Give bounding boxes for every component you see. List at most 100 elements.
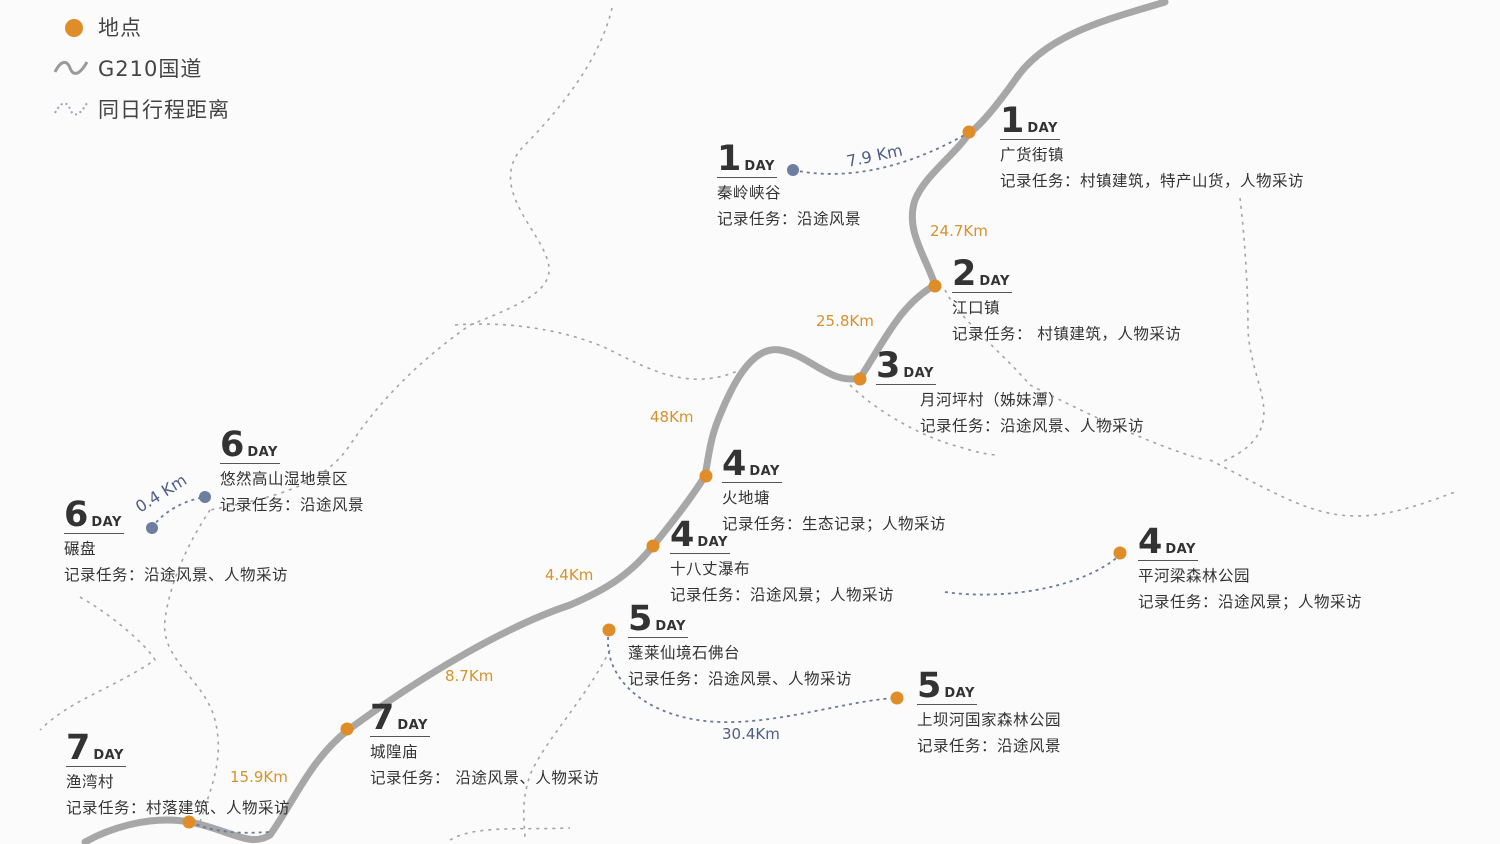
day-number: 2 bbox=[952, 254, 977, 294]
location-dot[interactable] bbox=[1113, 546, 1127, 560]
stop-task: 记录任务：沿途风景、人物采访 bbox=[920, 417, 1145, 435]
day-number: 1 bbox=[717, 139, 742, 179]
legend-label: 地点 bbox=[98, 15, 142, 40]
location-dot[interactable] bbox=[340, 722, 354, 736]
location-dot[interactable] bbox=[699, 469, 713, 483]
stop-name: 悠然高山湿地景区 bbox=[220, 470, 349, 488]
day-number: 5 bbox=[628, 599, 653, 639]
distance-label: 15.9Km bbox=[230, 768, 288, 786]
location-dot[interactable] bbox=[182, 815, 196, 829]
g210-road bbox=[81, 0, 1169, 844]
stop-name: 上坝河国家森林公园 bbox=[917, 711, 1062, 729]
location-dots bbox=[146, 125, 1127, 829]
distance-label: 4.4Km bbox=[545, 566, 593, 584]
stop-task: 记录任务：沿途风景、人物采访 bbox=[64, 566, 289, 584]
day-unit: DAY bbox=[397, 718, 428, 733]
stop-name: 城隍庙 bbox=[370, 743, 419, 761]
distance-label: 25.8Km bbox=[816, 312, 874, 330]
orange-dot-icon bbox=[52, 12, 90, 42]
distance-label: 48Km bbox=[650, 408, 694, 426]
location-dot[interactable] bbox=[962, 125, 976, 139]
connector-shangba bbox=[607, 629, 897, 723]
legend-item-road: G210国道 bbox=[52, 47, 230, 88]
day-unit: DAY bbox=[944, 686, 975, 701]
stop-task: 记录任务：生态记录；人物采访 bbox=[722, 515, 947, 533]
stop-name: 江口镇 bbox=[952, 299, 1001, 317]
day-number: 3 bbox=[876, 346, 901, 386]
stop-name: 火地塘 bbox=[722, 489, 771, 507]
stop-name: 碾盘 bbox=[64, 540, 97, 558]
stop-task: 记录任务：沿途风景；人物采访 bbox=[670, 586, 895, 604]
stop-task: 记录任务：村镇建筑，特产山货，人物采访 bbox=[1000, 172, 1305, 190]
stop-name: 蓬莱仙境石佛台 bbox=[628, 644, 741, 662]
stop-name: 月河坪村（姊妹潭） bbox=[920, 391, 1065, 409]
legend-item-location: 地点 bbox=[52, 6, 230, 47]
legend-label: 同日行程距离 bbox=[98, 97, 230, 122]
location-dot[interactable] bbox=[602, 623, 616, 637]
connector-qinling bbox=[792, 132, 969, 175]
distance-label: 8.7Km bbox=[445, 667, 493, 685]
stop-task: 记录任务： 沿途风景、人物采访 bbox=[370, 769, 600, 787]
day-unit: DAY bbox=[93, 748, 124, 763]
location-dot[interactable] bbox=[646, 539, 660, 553]
stop-name: 秦岭峡谷 bbox=[717, 184, 782, 202]
day-unit: DAY bbox=[744, 159, 775, 174]
day-unit: DAY bbox=[1027, 121, 1058, 136]
location-dot[interactable] bbox=[199, 491, 211, 503]
location-dot[interactable] bbox=[787, 164, 799, 176]
connector-yuwan bbox=[189, 821, 271, 834]
day-number: 4 bbox=[670, 515, 695, 555]
stop-name: 十八丈瀑布 bbox=[670, 560, 751, 578]
distance-label: 24.7Km bbox=[930, 222, 988, 240]
day-unit: DAY bbox=[91, 515, 122, 530]
stop-task: 记录任务：沿途风景 bbox=[917, 737, 1062, 755]
stop-name: 广货街镇 bbox=[1000, 146, 1065, 164]
day-unit: DAY bbox=[979, 274, 1010, 289]
day-number: 6 bbox=[220, 425, 245, 465]
stop-task: 记录任务：沿途风景 bbox=[717, 210, 862, 228]
day-unit: DAY bbox=[903, 366, 934, 381]
road-line-icon bbox=[52, 53, 90, 83]
distance-label: 30.4Km bbox=[722, 725, 780, 743]
day-unit: DAY bbox=[749, 464, 780, 479]
stop-task: 记录任务： 村镇建筑，人物采访 bbox=[952, 325, 1182, 343]
location-dot[interactable] bbox=[928, 279, 942, 293]
legend-label: G210国道 bbox=[98, 56, 203, 81]
map-legend: 地点 G210国道 同日行程距离 bbox=[52, 6, 230, 129]
day-unit: DAY bbox=[697, 535, 728, 550]
day-number: 6 bbox=[64, 495, 89, 535]
stop-name: 渔湾村 bbox=[66, 773, 115, 791]
day-unit: DAY bbox=[1165, 542, 1196, 557]
stop-task: 记录任务：沿途风景、人物采访 bbox=[628, 670, 853, 688]
day-number: 5 bbox=[917, 666, 942, 706]
stop-task: 记录任务：沿途风景 bbox=[220, 496, 365, 514]
location-dot[interactable] bbox=[853, 372, 867, 386]
day-number: 1 bbox=[1000, 101, 1025, 141]
stop-name: 平河梁森林公园 bbox=[1138, 567, 1251, 585]
location-dot[interactable] bbox=[890, 691, 904, 705]
legend-item-dashed: 同日行程距离 bbox=[52, 88, 230, 129]
background-trails bbox=[39, 7, 1456, 841]
day-unit: DAY bbox=[247, 445, 278, 460]
day-unit: DAY bbox=[655, 619, 686, 634]
day-number: 4 bbox=[722, 444, 747, 484]
location-dot[interactable] bbox=[146, 522, 158, 534]
stop-task: 记录任务：沿途风景；人物采访 bbox=[1138, 593, 1363, 611]
connector-pinghe bbox=[944, 554, 1121, 596]
day-number: 4 bbox=[1138, 522, 1163, 562]
day-number: 7 bbox=[66, 728, 91, 768]
